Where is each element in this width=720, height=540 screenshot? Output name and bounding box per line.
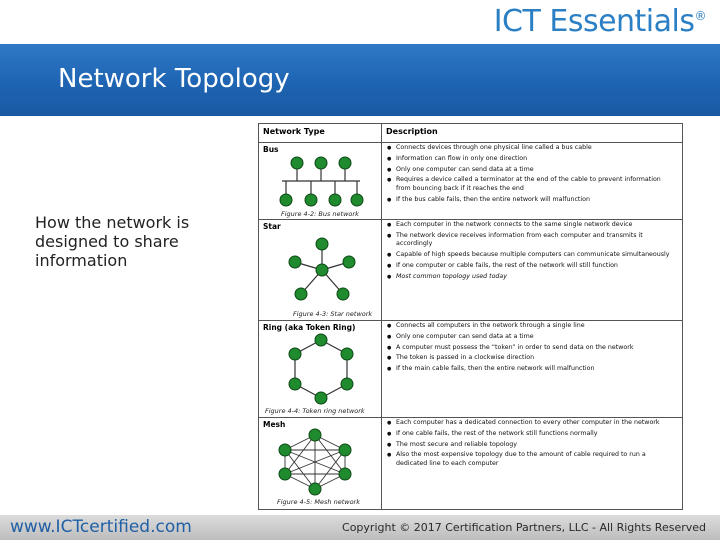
topology-table: Network Type Description Bus Figure 4-2:… <box>258 123 683 510</box>
footer-bar: www.ICTcertified.com Copyright © 2017 Ce… <box>0 515 720 540</box>
bus-description-list: Connects devices through one physical li… <box>386 144 676 207</box>
title-bar: Network Topology <box>0 44 720 116</box>
list-item: Most common topology used today <box>386 273 676 282</box>
footer-url: www.ICTcertified.com <box>10 517 192 537</box>
mesh-description-list: Each computer has a dedicated connection… <box>386 419 676 471</box>
list-item: Connects all computers in the network th… <box>386 322 676 331</box>
figure-caption-mesh: Figure 4-5: Mesh network <box>277 498 360 506</box>
figure-caption-bus: Figure 4-2: Bus network <box>281 210 359 218</box>
list-item: Capable of high speeds because multiple … <box>386 251 676 260</box>
list-item: Each computer in the network connects to… <box>386 221 676 230</box>
list-item: If one cable fails, the rest of the netw… <box>386 430 676 439</box>
list-item: A computer must possess the “token” in o… <box>386 344 676 353</box>
figure-caption-star: Figure 4-3: Star network <box>293 310 373 318</box>
table-row-star: Star Figure 4-3: Star network Each compu… <box>259 220 682 321</box>
star-description-list: Each computer in the network connects to… <box>386 221 676 284</box>
header-description: Description <box>386 127 438 136</box>
list-item: If the main cable fails, then the entire… <box>386 365 676 374</box>
logo-text: ICT Essentials <box>493 4 695 39</box>
list-item: The most secure and reliable topology <box>386 441 676 450</box>
list-item: The token is passed in a clockwise direc… <box>386 354 676 363</box>
column-divider <box>381 124 382 509</box>
ring-network-diagram <box>288 333 354 405</box>
row-name-bus: Bus <box>263 145 279 154</box>
table-row-bus: Bus Figure 4-2: Bus network Connects dev… <box>259 143 682 220</box>
list-item: Requires a device called a terminator at… <box>386 176 676 193</box>
header-network-type: Network Type <box>263 127 325 136</box>
star-network-diagram <box>288 237 356 301</box>
figure-caption-ring: Figure 4-4: Token ring network <box>265 407 365 415</box>
table-row-mesh: Mesh Figure 4-5: Mesh network Each compu… <box>259 418 682 509</box>
logo-bar: ICT Essentials® <box>0 0 720 44</box>
list-item: Only one computer can send data at a tim… <box>386 166 676 175</box>
slide-subtitle: How the network is designed to share inf… <box>35 213 190 270</box>
row-name-star: Star <box>263 222 281 231</box>
table-row-ring: Ring (aka Token Ring) Figure 4-4: Token … <box>259 321 682 418</box>
bus-network-diagram <box>279 156 364 207</box>
ring-description-list: Connects all computers in the network th… <box>386 322 676 376</box>
list-item: Only one computer can send data at a tim… <box>386 333 676 342</box>
list-item: Information can flow in only one directi… <box>386 155 676 164</box>
registered-mark: ® <box>694 9 707 23</box>
row-name-mesh: Mesh <box>263 420 286 429</box>
ict-essentials-logo: ICT Essentials® <box>493 4 707 39</box>
list-item: The network device receives information … <box>386 232 676 249</box>
list-item: If one computer or cable fails, the rest… <box>386 262 676 271</box>
row-name-ring: Ring (aka Token Ring) <box>263 323 356 332</box>
footer-copyright: Copyright © 2017 Certification Partners,… <box>342 521 706 534</box>
mesh-network-diagram <box>278 428 352 496</box>
list-item: If the bus cable fails, then the entire … <box>386 196 676 205</box>
list-item: Also the most expensive topology due to … <box>386 451 676 468</box>
slide-title: Network Topology <box>58 64 290 94</box>
list-item: Each computer has a dedicated connection… <box>386 419 676 428</box>
list-item: Connects devices through one physical li… <box>386 144 676 153</box>
table-header: Network Type Description <box>259 124 682 143</box>
